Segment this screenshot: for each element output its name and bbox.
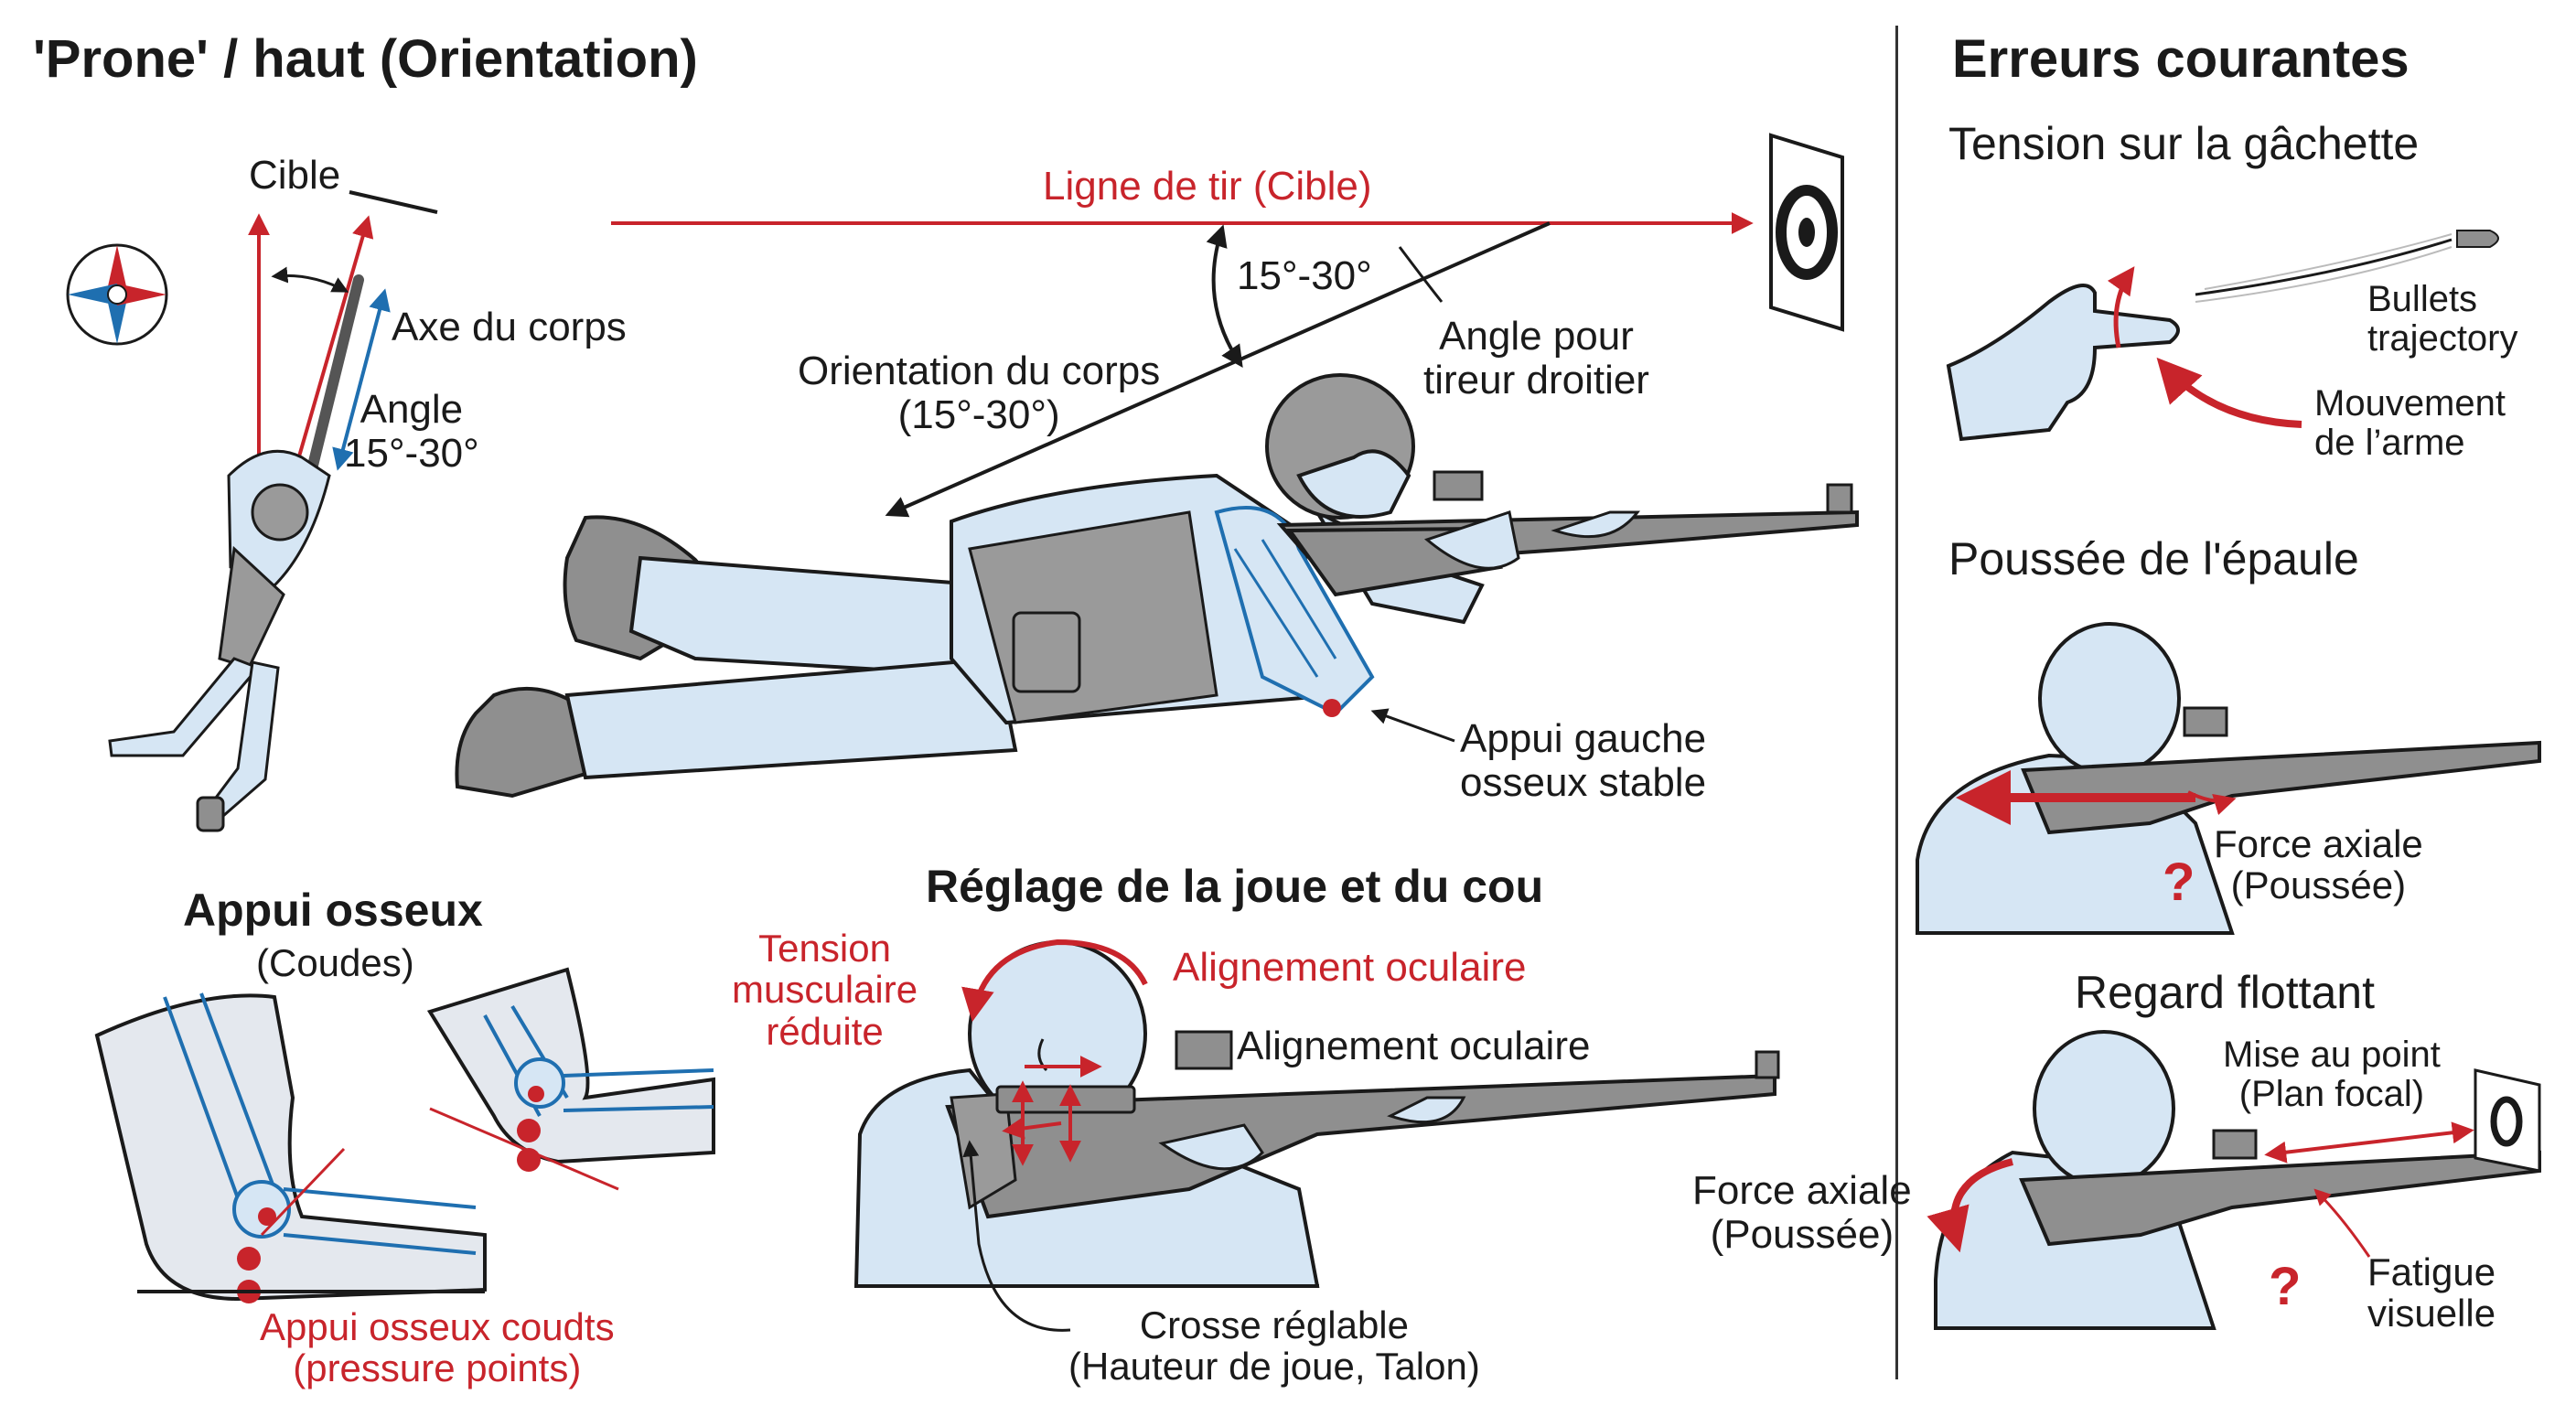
floating-gaze-figure xyxy=(1927,1030,2541,1330)
fatigue-label: Fatigue visuelle xyxy=(2367,1250,2496,1335)
trigger-title: Tension sur la gâchette xyxy=(1948,118,2420,169)
right-handed-label: Angle pour tireur droitier xyxy=(1423,314,1649,402)
body-orientation-arrow xyxy=(885,221,1551,518)
eye-alignment-red-label: Alignement oculaire xyxy=(1173,945,1527,990)
bone-support-subtitle: (Coudes) xyxy=(256,941,414,984)
angle-top-label: 15°-30° xyxy=(1237,253,1372,298)
compass-icon xyxy=(66,243,168,346)
target-icon xyxy=(1769,133,1844,332)
main-title: 'Prone' / haut (Orientation) xyxy=(33,29,698,89)
shoulder-push-figure xyxy=(1916,622,2541,935)
left-support-arrow xyxy=(1370,708,1455,743)
trigger-hand-figure xyxy=(1946,230,2499,442)
shoulder-title: Poussée de l'épaule xyxy=(1948,533,2359,585)
axial-force-label-2: Force axiale (Poussée) xyxy=(1692,1168,1912,1257)
prone-shooter xyxy=(455,373,1859,799)
section-divider xyxy=(1895,26,1898,1379)
question-mark-2: ? xyxy=(2269,1257,2302,1316)
right-handed-leader xyxy=(1398,246,1444,303)
elbow-detail-right xyxy=(426,967,715,1191)
errors-title: Erreurs courantes xyxy=(1952,29,2410,89)
target-label: Cible xyxy=(249,153,341,198)
focus-label: Mise au point (Plan focal) xyxy=(2223,1035,2441,1115)
left-support-label: Appui gauche osseux stable xyxy=(1460,716,1707,805)
gaze-title: Regard flottant xyxy=(2075,967,2375,1018)
angle-label: Angle 15°-30° xyxy=(344,387,479,476)
bullets-label: Bullets trajectory xyxy=(2367,279,2518,359)
axial-force-label: Force axiale (Poussée) xyxy=(2214,822,2423,907)
bone-support-title: Appui osseux xyxy=(183,885,483,936)
adjustable-stock-label: Crosse réglable (Hauteur de joue, Talon) xyxy=(1068,1303,1480,1389)
movement-label: Mouvement de l’arme xyxy=(2314,383,2506,464)
body-orientation-label: Orientation du corps (15°-30°) xyxy=(798,349,1161,437)
body-axis-label: Axe du corps xyxy=(392,305,627,349)
eye-alignment-label: Alignement oculaire xyxy=(1237,1024,1591,1068)
angle-arc xyxy=(1206,224,1243,368)
elbow-detail-left xyxy=(94,992,487,1303)
tension-label: Tension musculaire réduite xyxy=(732,927,918,1053)
cheek-weld-figure xyxy=(853,938,1780,1332)
top-view-shooter xyxy=(108,190,438,832)
question-mark: ? xyxy=(2163,853,2195,912)
cheek-title: Réglage de la joue et du cou xyxy=(926,861,1544,912)
line-of-fire-label: Ligne de tir (Cible) xyxy=(1043,164,1372,209)
pressure-points-label: Appui osseux coudts (pressure points) xyxy=(260,1305,615,1390)
